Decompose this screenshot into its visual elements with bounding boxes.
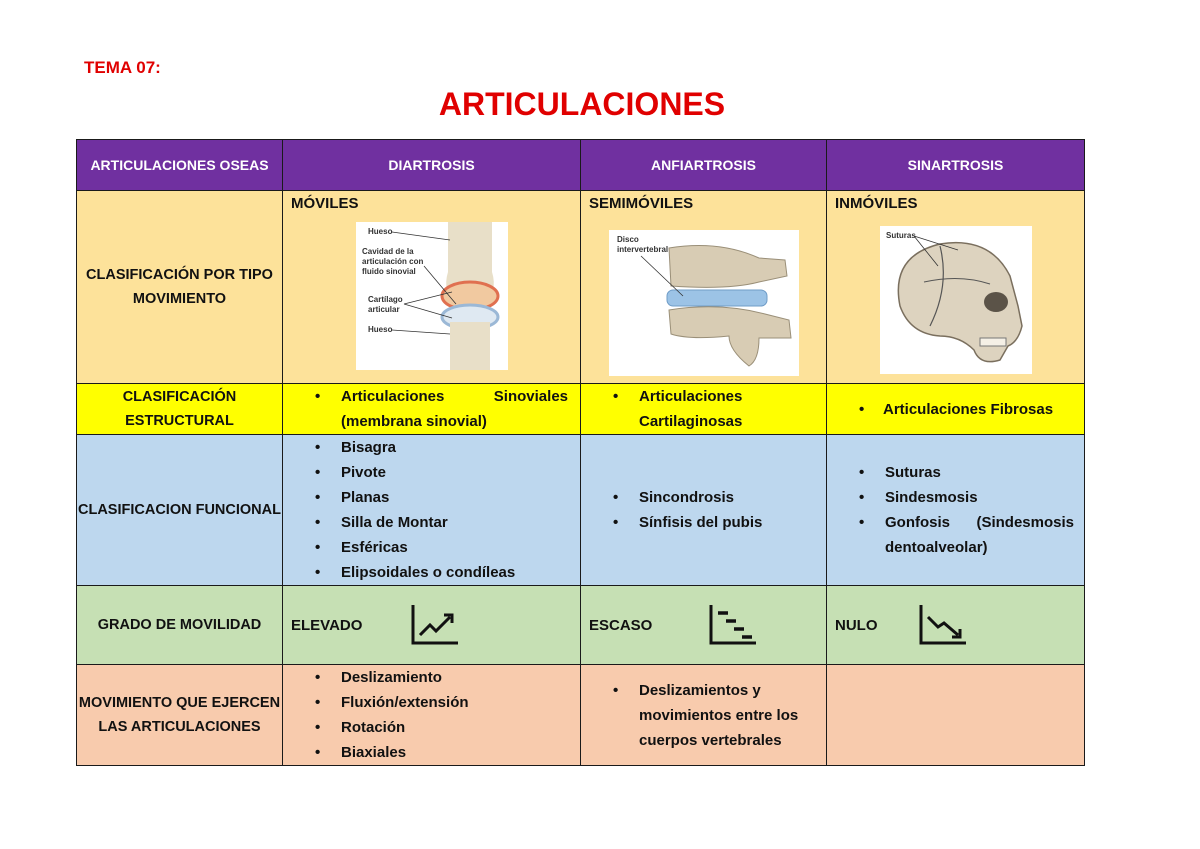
estructural-c1-word2: Sinoviales: [493, 388, 568, 405]
funcional-c3-word2: (Sindesmosis: [976, 514, 1074, 531]
label-cavidad-2: articulación con: [362, 257, 423, 266]
list-item: Bisagra: [283, 435, 574, 460]
header-row: ARTICULACIONES OSEAS DIARTROSIS ANFIARTR…: [76, 139, 1085, 191]
label-cavidad-1: Cavidad de la: [362, 247, 414, 256]
trend-down-icon: [919, 605, 966, 645]
grado-row: GRADO DE MOVILIDAD ELEVADO ESCASO: [76, 585, 1085, 665]
list-item: Esféricas: [283, 535, 574, 560]
intervertebral-disc-image: Disco intervertebral: [608, 230, 799, 376]
grado-escaso: ESCASO: [589, 616, 653, 634]
list-item: Fluxión/extensión: [283, 690, 574, 715]
cell-grado-diartrosis: ELEVADO: [282, 585, 581, 665]
estructural-c1-line2: (membrana sinovial): [341, 413, 487, 430]
row-label-grado: GRADO DE MOVILIDAD: [76, 585, 283, 665]
list-item: Biaxiales: [283, 740, 574, 765]
label-disco-2: intervertebral: [617, 245, 668, 254]
page-title: ARTICULACIONES: [438, 86, 726, 122]
estructural-c3: Articulaciones Fibrosas: [827, 397, 1078, 422]
label-hueso-top: Hueso: [368, 227, 393, 236]
funcional-c3-line2: dentoalveolar): [885, 539, 988, 556]
header-diartrosis: DIARTROSIS: [282, 139, 581, 191]
cell-estructural-anfiartrosis: Articulaciones Cartilaginosas: [580, 383, 827, 435]
funcional-row: CLASIFICACION FUNCIONAL Bisagra Pivote P…: [76, 434, 1085, 586]
estructural-c2-line2: Cartilaginosas: [639, 413, 743, 430]
cell-grado-anfiartrosis: ESCASO: [580, 585, 827, 665]
header-anfiartrosis: ANFIARTROSIS: [580, 139, 827, 191]
row-label-estructural: CLASIFICACIÓN ESTRUCTURAL: [76, 383, 283, 435]
funcional-c3-word1: Gonfosis: [885, 514, 951, 531]
cell-mov-anfiartrosis: Deslizamientos y movimientos entre los c…: [580, 664, 827, 766]
label-cavidad-3: fluido sinovial: [362, 267, 416, 276]
moviles-label: MÓVILES: [291, 195, 359, 212]
cell-grado-sinartrosis: NULO: [826, 585, 1085, 665]
header-oseas: ARTICULACIONES OSEAS: [76, 139, 283, 191]
label-disco-1: Disco: [617, 235, 639, 244]
cell-moviles: MÓVILES Hueso Cavidad de la articulación…: [282, 190, 581, 384]
list-item: Sindesmosis: [827, 485, 1078, 510]
movimiento-ejercen-row: MOVIMIENTO QUE EJERCEN LAS ARTICULACIONE…: [76, 664, 1085, 766]
trend-up-icon: [411, 605, 459, 645]
list-item: Deslizamiento: [283, 665, 574, 690]
grado-elevado: ELEVADO: [291, 616, 363, 634]
articulaciones-table: ARTICULACIONES OSEAS DIARTROSIS ANFIARTR…: [76, 139, 1085, 766]
cell-mov-diartrosis: Deslizamiento Fluxión/extensión Rotación…: [282, 664, 581, 766]
list-item: Deslizamientos y movimientos entre los c…: [581, 678, 820, 753]
estructural-row: CLASIFICACIÓN ESTRUCTURAL Articulaciones…: [76, 383, 1085, 435]
cell-mov-sinartrosis: [826, 664, 1085, 766]
label-hueso-bottom: Hueso: [368, 325, 393, 334]
list-item: Gonfosis (Sindesmosis dentoalveolar): [827, 510, 1078, 560]
cell-funcional-anfiartrosis: Sincondrosis Sínfisis del pubis: [580, 434, 827, 586]
list-item: Pivote: [283, 460, 574, 485]
list-item: Silla de Montar: [283, 510, 574, 535]
label-cartilago-1: Cartílago: [368, 295, 403, 304]
semimoviles-label: SEMIMÓVILES: [589, 195, 694, 212]
staircase-down-icon: [709, 605, 757, 645]
synovial-joint-image: Hueso Cavidad de la articulación con flu…: [355, 222, 508, 370]
list-item: Suturas: [827, 460, 1078, 485]
topic-number: TEMA 07:: [84, 58, 161, 77]
list-item: Sincondrosis: [581, 485, 820, 510]
inmoviles-label: INMÓVILES: [835, 195, 918, 212]
list-item: Planas: [283, 485, 574, 510]
estructural-c2-line1: Articulaciones: [639, 388, 743, 405]
cell-inmoviles: INMÓVILES Suturas: [826, 190, 1085, 384]
cell-funcional-diartrosis: Bisagra Pivote Planas Silla de Montar Es…: [282, 434, 581, 586]
label-cartilago-2: articular: [368, 305, 400, 314]
cell-semimoviles: SEMIMÓVILES Disco intervertebral: [580, 190, 827, 384]
movimiento-row: CLASIFICACIÓN POR TIPO MOVIMIENTO MÓVILE…: [76, 190, 1085, 384]
list-item: Sínfisis del pubis: [581, 510, 820, 535]
estructural-c1-word1: Articulaciones: [341, 388, 445, 405]
row-label-movimiento-ejercen: MOVIMIENTO QUE EJERCEN LAS ARTICULACIONE…: [76, 664, 283, 766]
cell-estructural-sinartrosis: Articulaciones Fibrosas: [826, 383, 1085, 435]
grado-nulo: NULO: [835, 616, 878, 634]
list-item: Elipsoidales o condíleas: [283, 560, 574, 585]
list-item: Rotación: [283, 715, 574, 740]
skull-sutures-image: Suturas: [879, 226, 1032, 374]
label-suturas: Suturas: [886, 231, 916, 240]
header-sinartrosis: SINARTROSIS: [826, 139, 1085, 191]
cell-estructural-diartrosis: Articulaciones Sinoviales (membrana sino…: [282, 383, 581, 435]
cell-funcional-sinartrosis: Suturas Sindesmosis Gonfosis (Sindesmosi…: [826, 434, 1085, 586]
row-label-funcional: CLASIFICACION FUNCIONAL: [76, 434, 283, 586]
row-label-movimiento: CLASIFICACIÓN POR TIPO MOVIMIENTO: [76, 190, 283, 384]
